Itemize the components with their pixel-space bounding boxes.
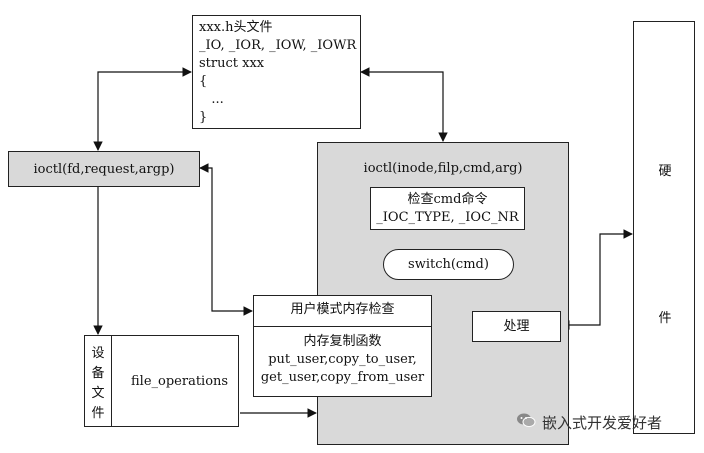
hardware-char: 硬 [658, 164, 672, 179]
arrow-ioctl-user-to-mem-check [199, 163, 253, 316]
check-cmd-box: 检查cmd命令 _IOC_TYPE, _IOC_NR [370, 187, 525, 230]
arrow-header-to-kernel-ioctl [360, 67, 448, 142]
header-file-box: xxx.h头文件 _IO, _IOR, _IOW, _IOWR struct x… [192, 15, 361, 129]
switch-cmd-box: switch(cmd) [383, 249, 514, 280]
hardware-char: 件 [658, 311, 672, 326]
ioctl-user-label: ioctl(fd,request,argp) [33, 162, 175, 177]
header-line: } [199, 110, 208, 125]
copy-func-line1: put_user,copy_to_user, [268, 352, 417, 367]
device-file-char: 文 [91, 386, 105, 401]
header-line: xxx.h头文件 [199, 20, 273, 35]
ioctl-user-box: ioctl(fd,request,argp) [8, 151, 200, 187]
header-line: { [199, 74, 208, 89]
header-line: struct xxx [199, 56, 265, 71]
wechat-icon [516, 412, 536, 428]
header-line: ... [199, 92, 224, 107]
arrow-header-to-ioctl-user [93, 67, 192, 151]
check-cmd-line1: 检查cmd命令 [407, 192, 488, 207]
process-box: 处理 [472, 311, 561, 342]
process-label: 处理 [503, 319, 530, 334]
user-mem-check-title: 用户模式内存检查 [290, 302, 395, 317]
copy-func-line2: get_user,copy_from_user [260, 370, 425, 385]
hardware-box: 硬 件 [633, 21, 695, 434]
fops-label: file_operations [131, 374, 229, 389]
watermark: 嵌入式开发爱好者 [514, 407, 694, 435]
user-mem-check-box: 用户模式内存检查 内存复制函数 put_user,copy_to_user, g… [253, 295, 432, 397]
device-file-char: 件 [91, 406, 105, 421]
check-cmd-line2: _IOC_TYPE, _IOC_NR [376, 210, 519, 225]
device-file-char: 备 [91, 366, 105, 381]
user-mem-check-title-row: 用户模式内存检查 [254, 296, 431, 327]
device-file-label-col: 设 备 文 件 [85, 336, 112, 426]
watermark-text: 嵌入式开发爱好者 [542, 414, 663, 432]
header-line: _IO, _IOR, _IOW, _IOWR [199, 38, 357, 53]
device-file-char: 设 [91, 346, 105, 361]
arrow-process-to-hardware [560, 229, 633, 330]
device-file-box: 设 备 文 件 file_operations [84, 335, 239, 427]
switch-cmd-label: switch(cmd) [408, 257, 489, 272]
kernel-ioctl-title: ioctl(inode,filp,cmd,arg) [363, 161, 523, 176]
copy-func-title: 内存复制函数 [303, 334, 382, 349]
